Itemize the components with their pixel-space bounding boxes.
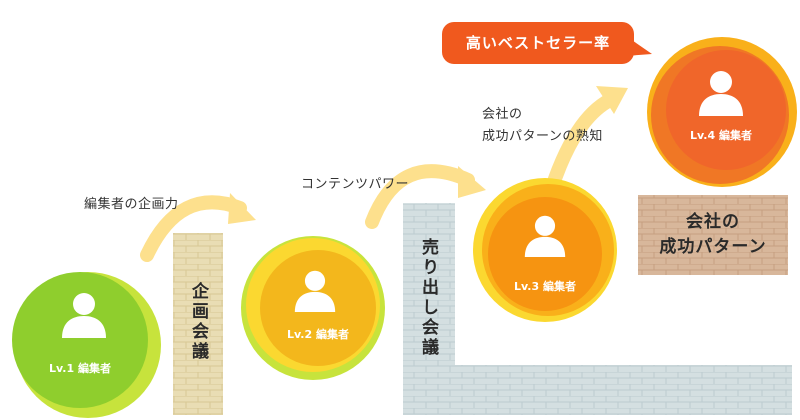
person-icon <box>62 293 106 338</box>
person-icon <box>699 71 743 116</box>
skill-arrow-1 <box>140 193 256 262</box>
wall-label-success-line2: 成功パターン <box>659 237 767 257</box>
wall-success-pattern <box>638 195 788 275</box>
level-label-2: Lv.2 編集者 <box>287 328 349 341</box>
person-icon <box>524 215 566 257</box>
level-circle-1 <box>12 272 161 418</box>
skill-arrow-2 <box>365 164 486 229</box>
wall-label-sales-meeting: 売り出し会議 <box>418 238 438 358</box>
wall-label-success-pattern: 会社の 成功パターン <box>638 210 788 260</box>
person-icon <box>294 270 336 312</box>
wall-sales-meeting <box>403 203 792 415</box>
bestseller-callout: 高いベストセラー率 <box>442 22 634 64</box>
skill-label-success-line2: 成功パターンの熟知 <box>482 129 603 144</box>
wall-planning-meeting <box>173 233 223 415</box>
skill-label-planning: 編集者の企画力 <box>84 197 179 212</box>
skill-label-content-power: コンテンツパワー <box>301 177 410 192</box>
level-label-1: Lv.1 編集者 <box>49 362 111 375</box>
wall-label-planning-meeting: 企画会議 <box>188 282 208 362</box>
skill-label-success-line1: 会社の <box>482 107 523 122</box>
level-label-3: Lv.3 編集者 <box>514 280 576 293</box>
wall-label-success-line1: 会社の <box>686 212 740 232</box>
level-label-4: Lv.4 編集者 <box>690 129 752 142</box>
